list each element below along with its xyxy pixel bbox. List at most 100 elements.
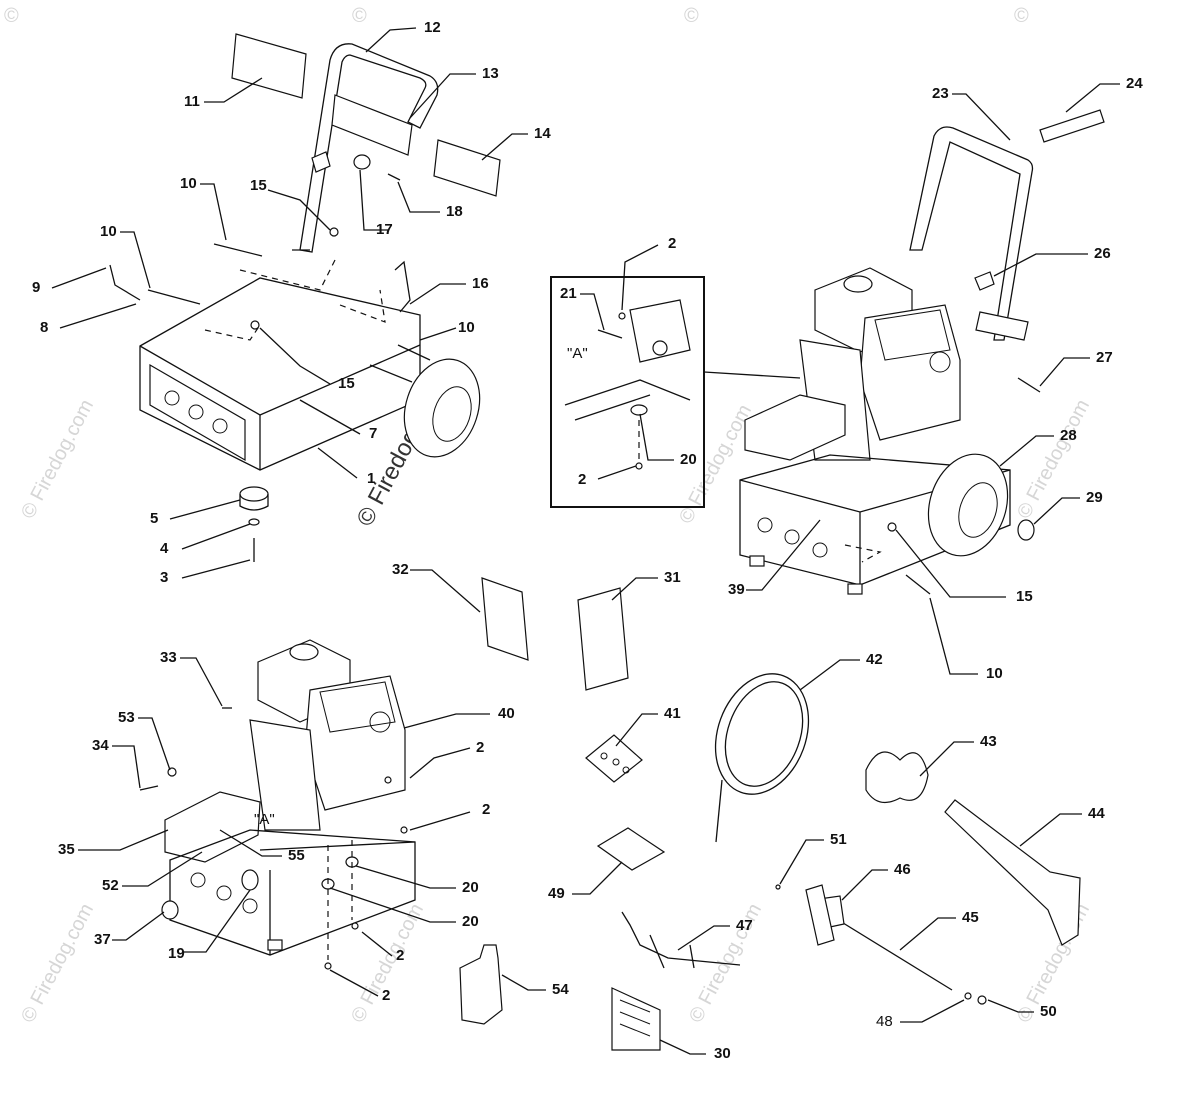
callout-leader-51 [779,839,824,885]
callout-leader-48 [900,999,965,1023]
nut-2 [618,312,626,320]
callout-leader-40 [403,713,490,729]
callout-number-21: 21 [560,285,577,302]
callout-number-2: 2 [578,471,586,488]
base-frame [169,829,416,956]
callout-number-4: 4 [160,540,169,557]
callout-number-31: 31 [664,569,681,586]
callout-number-9: 9 [32,279,40,296]
callout-number-50: 50 [1040,1003,1057,1020]
hose-42-inner [724,681,804,787]
watermark-text: © Firedog.com [1013,396,1094,522]
part-50 [977,995,987,1005]
spray-wand-holder [1039,109,1105,143]
callout-number-20: 20 [462,913,479,930]
engine-block [249,719,321,831]
callout-leader-21 [580,293,605,331]
watermark-text: © Firedog.com [17,900,98,1026]
bolt-10 [905,574,931,595]
callout-leader-33 [180,657,223,707]
callout-leader-10 [929,597,978,675]
oil-bottle-54 [459,944,503,1025]
axle-7 [369,364,413,383]
callout-leader-8 [59,303,137,329]
frame-outline [139,277,421,471]
hose-42 [714,673,810,795]
alignment-line [339,289,386,323]
pull-start [929,351,951,373]
callout-number-1: 1 [367,470,375,487]
hose-21 [597,329,623,339]
callout-number-7: 7 [369,425,377,442]
frame-hole [784,529,800,545]
pump [744,394,846,461]
inset-label-a: "A" [567,345,588,362]
cap-37 [161,900,179,920]
wheel-hub [958,482,998,538]
engine-fan-cover [319,681,396,733]
callout-number-47: 47 [736,917,753,934]
callout-leader-14 [481,133,528,161]
callout-leader-24 [1065,83,1120,113]
callout-leader-18 [397,181,440,213]
bolt-27 [1017,377,1041,393]
frame-hole [212,418,228,434]
foot-5 [239,486,269,502]
callout-leader-2 [621,244,659,311]
wheel-hub [432,386,472,442]
part-51 [775,884,781,890]
callout-number-13: 13 [482,65,499,82]
callout-leader-46 [841,869,888,901]
callout-leader-20 [639,413,674,461]
callout-number-14: 14 [534,125,551,142]
callout-number-40: 40 [498,705,515,722]
callout-leader-43 [919,741,974,777]
tool-card-49 [596,827,666,871]
callout-leader-53 [138,717,171,771]
nozzle [622,766,630,774]
callout-number-10: 10 [458,319,475,336]
engine-body [304,675,406,811]
part-48 [964,992,972,1000]
pump-label-a: "A" [254,811,275,828]
callout-leader-45 [899,917,956,951]
holder-47 [621,911,741,966]
callout-leader-47 [677,925,730,951]
callout-number-20: 20 [680,451,697,468]
callout-leader-9 [51,267,107,289]
sheet-line [619,1023,651,1037]
callout-leader-44 [1019,813,1082,847]
callout-number-16: 16 [472,275,489,292]
callout-leader-39 [746,519,821,591]
wheel [403,358,481,458]
shaft [652,340,668,356]
callout-leader-54 [501,974,546,991]
callout-leader-10 [120,231,151,289]
callout-number-2: 2 [482,801,490,818]
knob-26 [974,271,995,291]
frame-hole [216,885,232,901]
frame-hole [242,898,258,914]
callout-leader-5 [169,499,241,520]
frame-hole [188,404,204,420]
decal-46 [805,884,835,946]
nut-2 [400,826,408,834]
inset-leader [703,371,801,379]
callout-number-52: 52 [102,877,119,894]
callout-leader-55 [219,829,282,857]
assembled-unit [739,109,1105,595]
callout-leader-49 [572,861,623,895]
handle-grip-plate [331,94,413,156]
engine-fan-cover [874,309,951,361]
bracket-edge [574,394,651,421]
frame-hole [757,517,773,533]
part-43 [865,751,929,804]
callout-number-17: 17 [376,221,393,238]
callout-leader-37 [112,911,165,941]
sheet-line [619,999,651,1013]
frame-hole [812,542,828,558]
watermark-copyright: © [352,5,367,27]
nut-15 [329,227,339,237]
callout-leader-26 [993,253,1088,277]
callout-leader-16 [409,283,466,305]
